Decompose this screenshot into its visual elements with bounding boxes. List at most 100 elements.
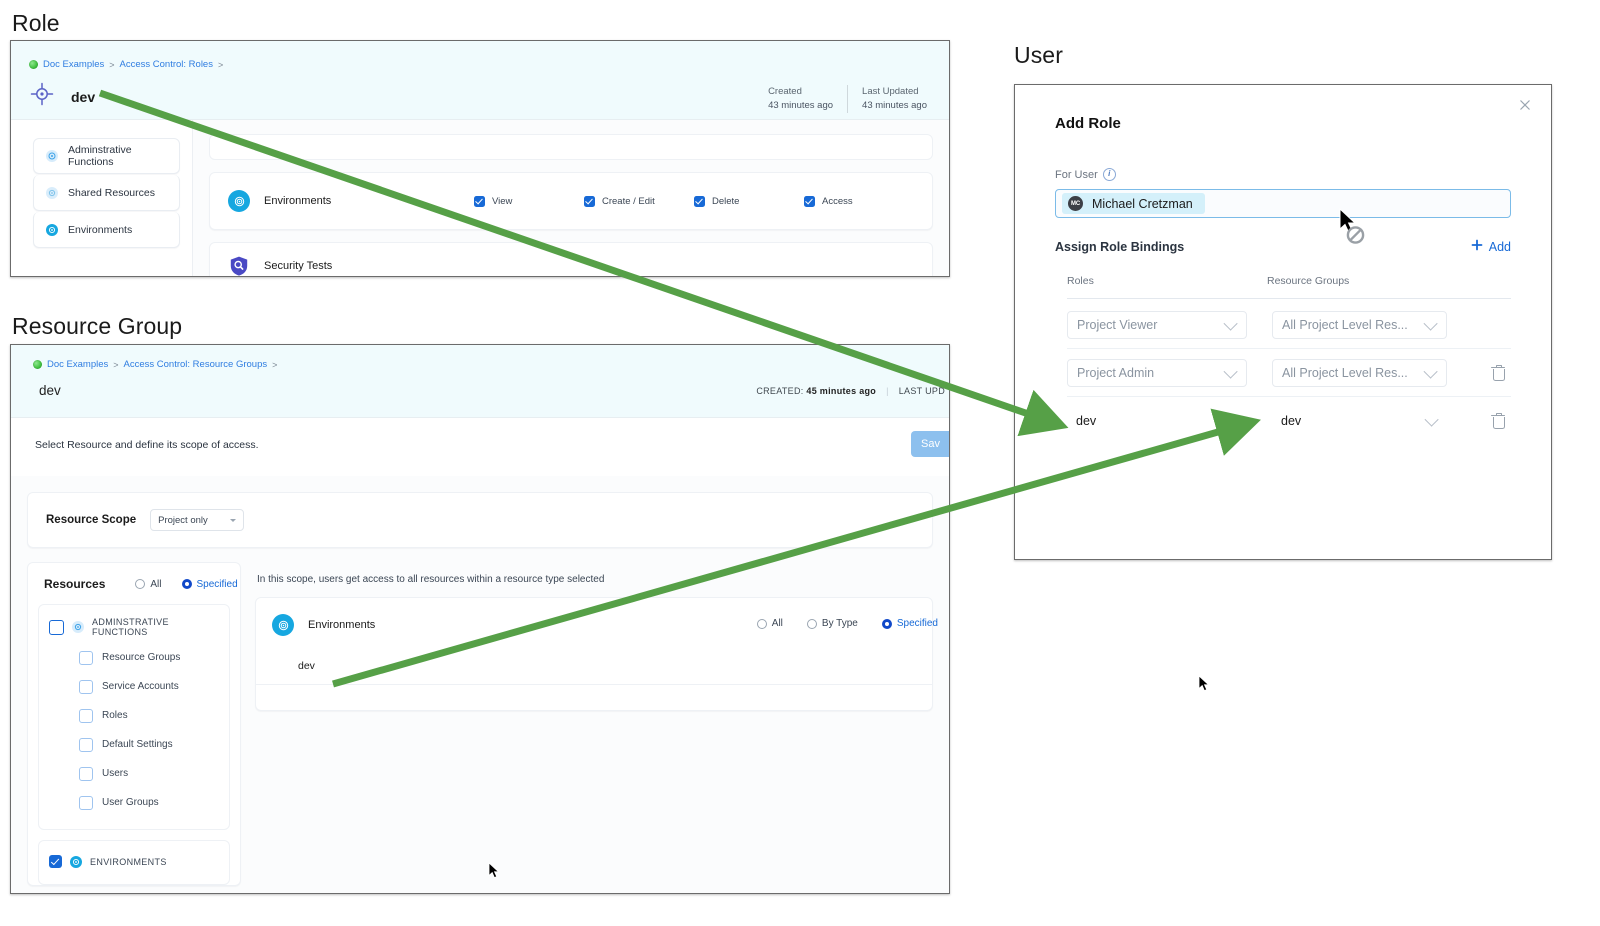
role-select[interactable]: Project Viewer bbox=[1067, 311, 1247, 339]
environments-scope-card: Environments All By Type S bbox=[255, 597, 938, 711]
permission-name: Security Tests bbox=[264, 260, 333, 272]
resource-item-roles[interactable]: Roles bbox=[39, 701, 229, 730]
mouse-cursor bbox=[488, 862, 508, 886]
radio-label: By Type bbox=[821, 618, 858, 629]
resource-item-users[interactable]: Users bbox=[39, 759, 229, 788]
scope-note: In this scope, users get access to all r… bbox=[257, 574, 605, 585]
resource-item-label: Service Accounts bbox=[102, 681, 179, 692]
resource-item-service-accounts[interactable]: Service Accounts bbox=[39, 672, 229, 701]
checkbox-icon[interactable] bbox=[49, 619, 64, 635]
radio-icon bbox=[881, 618, 892, 629]
checkbox-icon[interactable] bbox=[79, 650, 93, 665]
role-select-inner: dev bbox=[1067, 407, 1247, 435]
sidebar-item-administrative-functions[interactable]: Adminstrative Functions bbox=[33, 138, 180, 174]
group-header-row[interactable]: ADMINSTRATIVE FUNCTIONS bbox=[39, 617, 229, 637]
user-chip[interactable]: MC Michael Cretzman bbox=[1062, 193, 1205, 214]
role-section-caption: Role bbox=[12, 10, 60, 36]
radio-icon bbox=[181, 579, 192, 589]
breadcrumb-project[interactable]: Doc Examples bbox=[43, 59, 105, 70]
resource-group-value: All Project Level Res... bbox=[1282, 366, 1408, 380]
checkbox-view[interactable]: View bbox=[474, 195, 584, 207]
resource-item-user-groups[interactable]: User Groups bbox=[39, 788, 229, 817]
add-binding-button[interactable]: Add bbox=[1471, 239, 1511, 254]
card-divider bbox=[256, 684, 932, 685]
role-select-inner: Project Viewer bbox=[1067, 311, 1247, 339]
checkbox-icon[interactable] bbox=[79, 737, 93, 752]
checkbox-icon[interactable] bbox=[79, 708, 93, 723]
created-label: Created bbox=[768, 86, 802, 97]
checkbox-icon[interactable] bbox=[49, 855, 62, 868]
resource-scope-card: Resource Scope Project only bbox=[27, 492, 933, 548]
role-meta: Created 43 minutes ago Last Updated 43 m… bbox=[754, 85, 941, 113]
user-input-field[interactable]: MC Michael Cretzman bbox=[1055, 189, 1511, 218]
row-divider bbox=[1067, 348, 1511, 349]
checkbox-icon[interactable] bbox=[79, 795, 93, 810]
resource-scope-select[interactable]: Project only bbox=[150, 509, 245, 531]
page-title: dev bbox=[71, 88, 96, 105]
avatar: MC bbox=[1068, 196, 1083, 211]
resource-group-value: All Project Level Res... bbox=[1282, 318, 1408, 332]
radio-all[interactable]: All bbox=[135, 578, 162, 590]
save-button[interactable]: Sav bbox=[911, 431, 949, 457]
checkbox-access[interactable]: Access bbox=[804, 195, 914, 207]
resources-title: Resources bbox=[44, 577, 106, 591]
checkbox-label: Delete bbox=[712, 195, 740, 207]
info-icon[interactable]: i bbox=[1102, 168, 1116, 181]
sidebar-item-label: Environments bbox=[68, 223, 133, 236]
environments-icon bbox=[228, 190, 250, 212]
checkbox-label: View bbox=[492, 195, 513, 207]
radio-specified[interactable]: Specified bbox=[881, 618, 938, 629]
project-status-icon bbox=[33, 360, 42, 369]
checkbox-create-edit[interactable]: Create / Edit bbox=[584, 195, 694, 207]
role-panel: Doc Examples > Access Control: Roles > d… bbox=[10, 40, 950, 277]
meta-divider: | bbox=[886, 386, 889, 396]
resource-group-select[interactable]: dev bbox=[1272, 407, 1447, 435]
role-panel-body: Adminstrative Functions Shared Resources… bbox=[11, 120, 949, 276]
delete-row-icon[interactable] bbox=[1491, 365, 1505, 381]
radio-all[interactable]: All bbox=[756, 618, 783, 629]
radio-by-type[interactable]: By Type bbox=[806, 618, 858, 629]
security-tests-icon bbox=[228, 255, 250, 276]
resource-item-label: Roles bbox=[102, 710, 128, 721]
breadcrumb-separator-2: > bbox=[217, 59, 224, 70]
sidebar-item-environments[interactable]: Environments bbox=[33, 212, 180, 248]
resource-item-label: Resource Groups bbox=[102, 652, 181, 663]
breadcrumb-project[interactable]: Doc Examples bbox=[47, 359, 109, 370]
updated-label: Last Updated bbox=[862, 86, 919, 97]
breadcrumb-section[interactable]: Access Control: Roles bbox=[119, 59, 213, 70]
resource-group-select-inner: All Project Level Res... bbox=[1272, 359, 1447, 387]
plus-icon bbox=[1471, 239, 1483, 254]
role-select[interactable]: dev bbox=[1067, 407, 1247, 435]
group-header-row[interactable]: ENVIRONMENTS bbox=[39, 855, 229, 868]
resource-item-default-settings[interactable]: Default Settings bbox=[39, 730, 229, 759]
sidebar-item-shared-resources[interactable]: Shared Resources bbox=[33, 175, 180, 211]
resource-group-select[interactable]: All Project Level Res... bbox=[1272, 359, 1447, 387]
resources-header: Resources All Specified bbox=[28, 577, 240, 591]
resource-group-select-inner: dev bbox=[1272, 407, 1447, 435]
column-header-resource-groups: Resource Groups bbox=[1267, 275, 1350, 287]
checkbox-icon[interactable] bbox=[79, 679, 93, 694]
resource-item-label: Users bbox=[102, 768, 129, 779]
environments-scope-options: All By Type Specified bbox=[756, 618, 938, 629]
breadcrumb-separator: > bbox=[113, 359, 119, 370]
close-icon[interactable] bbox=[1517, 97, 1533, 113]
group-label: ADMINSTRATIVE FUNCTIONS bbox=[92, 617, 169, 637]
radio-specified[interactable]: Specified bbox=[181, 579, 238, 590]
delete-row-icon[interactable] bbox=[1491, 413, 1505, 429]
checkbox-icon[interactable] bbox=[79, 766, 93, 781]
role-title-row: dev bbox=[29, 81, 95, 112]
resource-group-value: dev bbox=[1281, 414, 1302, 428]
mouse-cursor bbox=[1198, 675, 1218, 699]
resource-scope-label: Resource Scope bbox=[46, 514, 137, 526]
breadcrumb-section[interactable]: Access Control: Resource Groups bbox=[123, 359, 268, 370]
checkbox-delete[interactable]: Delete bbox=[694, 195, 804, 207]
resource-group-select[interactable]: All Project Level Res... bbox=[1272, 311, 1447, 339]
updated-label: LAST UPD bbox=[898, 386, 945, 396]
resource-item-resource-groups[interactable]: Resource Groups bbox=[39, 643, 229, 672]
admin-functions-icon bbox=[46, 150, 58, 162]
radio-label: All bbox=[150, 578, 162, 590]
radio-label: All bbox=[771, 618, 783, 629]
radio-label: Specified bbox=[896, 618, 938, 629]
resource-item-label: User Groups bbox=[102, 797, 159, 808]
role-select[interactable]: Project Admin bbox=[1067, 359, 1247, 387]
